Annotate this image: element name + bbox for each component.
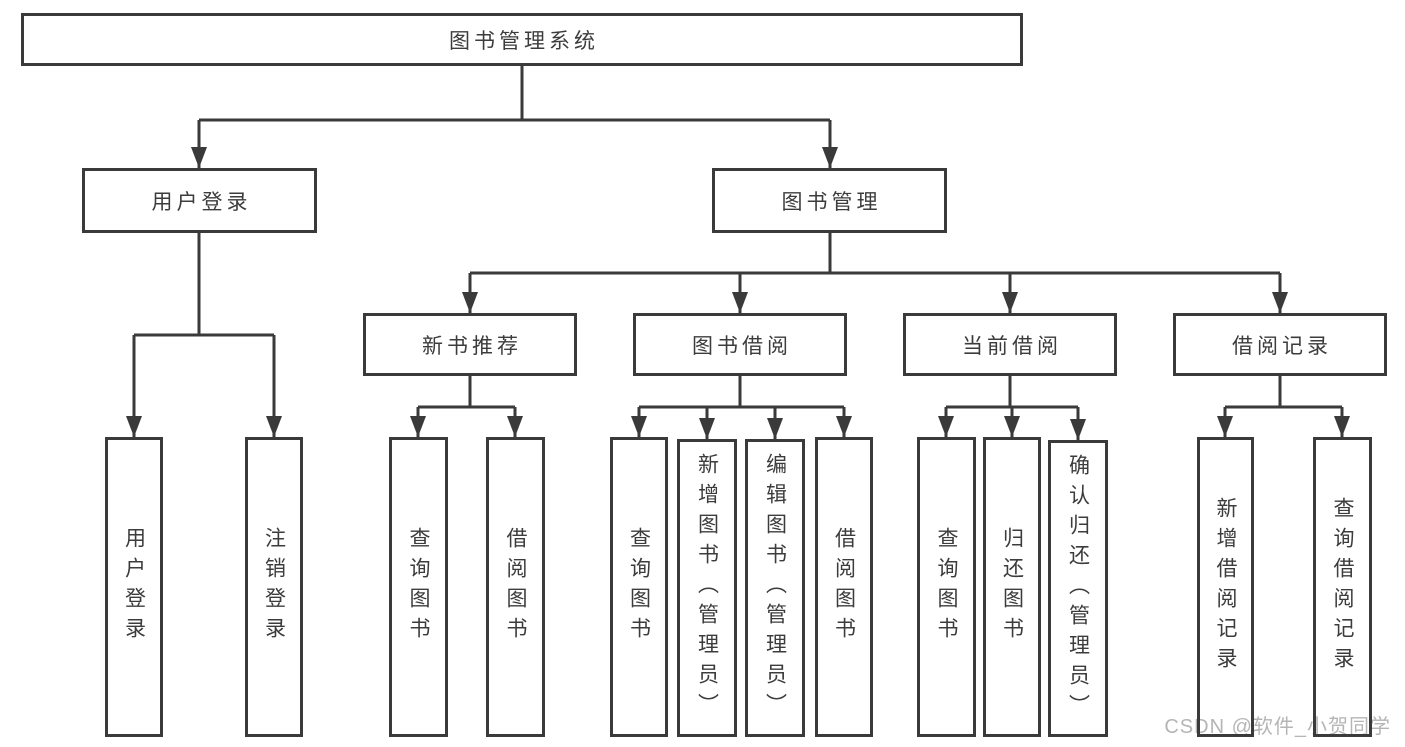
node-v-confirm-return: 确认归还（管理员） — [1048, 440, 1108, 737]
node-v-logout: 注销登录 — [245, 437, 303, 737]
node-v-query-book-1: 查询图书 — [389, 437, 448, 737]
node-book-borrow: 图书借阅 — [633, 313, 847, 376]
node-v-query-book-3: 查询图书 — [917, 437, 976, 737]
down-arrow-icon — [631, 416, 647, 437]
down-arrow-icon — [1070, 419, 1086, 440]
node-label: 图书管理 — [781, 190, 882, 214]
down-arrow-icon — [191, 147, 207, 168]
node-label: 注销登录 — [262, 527, 286, 647]
node-label: 查询图书 — [407, 527, 430, 647]
down-arrow-icon — [836, 416, 852, 437]
node-v-user-login: 用户登录 — [105, 437, 163, 737]
node-label: 当前借阅 — [962, 334, 1062, 358]
down-arrow-icon — [938, 416, 954, 437]
down-arrow-icon — [1004, 416, 1020, 437]
down-arrow-icon — [1217, 416, 1233, 437]
down-arrow-icon — [266, 416, 282, 437]
node-label: 编辑图书（管理员） — [763, 453, 787, 723]
down-arrow-icon — [126, 416, 142, 437]
node-v-query-borrow-record: 查询借阅记录 — [1313, 437, 1372, 737]
node-label: 新增借阅记录 — [1214, 497, 1237, 677]
node-label: 确认归还（管理员） — [1066, 453, 1090, 724]
node-label: 图书借阅 — [692, 334, 792, 358]
node-label: 新书推荐 — [422, 334, 522, 358]
node-label: 归还图书 — [1000, 527, 1024, 647]
node-borrow-records: 借阅记录 — [1173, 313, 1387, 376]
node-label: 借阅图书 — [832, 527, 856, 647]
down-arrow-icon — [507, 416, 523, 437]
node-book-mgmt: 图书管理 — [712, 168, 947, 233]
node-label: 图书管理系统 — [449, 29, 599, 53]
node-label: 新增图书（管理员） — [695, 453, 719, 723]
node-label: 借阅记录 — [1232, 334, 1332, 358]
node-new-book-rec: 新书推荐 — [363, 313, 577, 376]
node-label: 查询图书 — [935, 527, 958, 647]
watermark: CSDN @软件_小贺同学 — [1164, 716, 1391, 738]
node-label: 查询图书 — [627, 527, 651, 647]
node-v-query-book-2: 查询图书 — [610, 437, 668, 737]
down-arrow-icon — [732, 292, 748, 313]
node-v-return-book: 归还图书 — [983, 437, 1041, 737]
node-label: 用户登录 — [122, 527, 146, 647]
node-v-add-book: 新增图书（管理员） — [677, 439, 737, 737]
node-current-borrow: 当前借阅 — [903, 313, 1117, 376]
node-root: 图书管理系统 — [21, 13, 1023, 66]
node-v-edit-book: 编辑图书（管理员） — [745, 439, 805, 737]
node-label: 查询借阅记录 — [1331, 497, 1354, 677]
down-arrow-icon — [1002, 292, 1018, 313]
down-arrow-icon — [462, 292, 478, 313]
node-v-borrow-book-1: 借阅图书 — [486, 437, 545, 737]
down-arrow-icon — [699, 418, 715, 439]
down-arrow-icon — [1334, 416, 1350, 437]
down-arrow-icon — [822, 147, 838, 168]
down-arrow-icon — [410, 416, 426, 437]
node-v-add-borrow-record: 新增借阅记录 — [1197, 437, 1254, 737]
node-user-login: 用户登录 — [82, 168, 317, 233]
node-v-borrow-book-2: 借阅图书 — [815, 437, 873, 737]
down-arrow-icon — [767, 418, 783, 439]
node-label: 借阅图书 — [504, 527, 527, 647]
node-label: 用户登录 — [151, 190, 252, 214]
down-arrow-icon — [1272, 292, 1288, 313]
